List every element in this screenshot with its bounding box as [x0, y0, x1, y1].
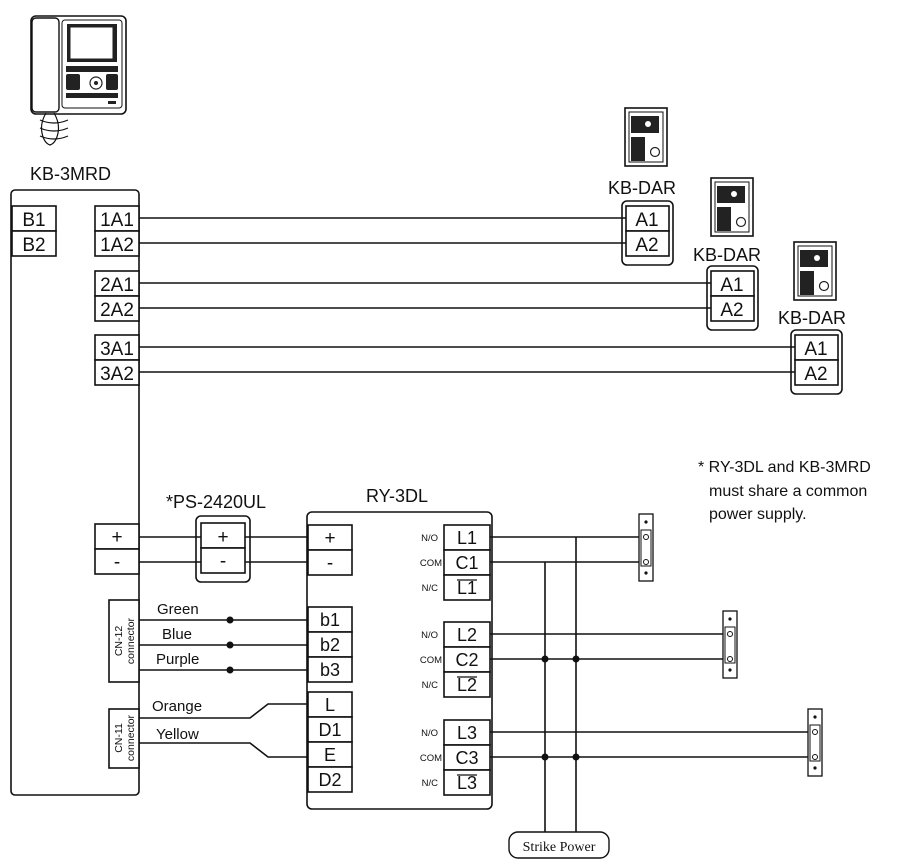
door-station-2-terminals: A1 A2: [706, 265, 759, 331]
terminal-b2: B2: [22, 235, 45, 256]
relay-no1: N/O: [421, 533, 438, 544]
door-station-1-terminals: A1 A2: [621, 200, 674, 266]
relay-nc2: N/C: [422, 680, 439, 691]
relay-l2: L2: [457, 625, 477, 645]
relay-com3: COM: [420, 753, 442, 764]
relay-com2: COM: [420, 655, 442, 666]
wire-yellow-label: Yellow: [156, 726, 199, 743]
relay-c2: C2: [455, 650, 478, 670]
kb3mrd-title: KB-3MRD: [30, 164, 111, 184]
door-station-1-image: [624, 107, 668, 167]
wire-green-label: Green: [157, 601, 199, 618]
door-strike-3-image: [807, 708, 823, 777]
relay-b2: b2: [320, 635, 340, 655]
relay-l1-bar: L1: [457, 578, 477, 598]
relay-no3: N/O: [421, 728, 438, 739]
strike-power-box: Strike Power: [508, 831, 610, 859]
relay-com1: COM: [420, 558, 442, 569]
door1-a1: A1: [635, 210, 658, 231]
terminal-3a1: 3A1: [100, 339, 134, 360]
cn11-wires: [139, 703, 308, 758]
strike-power-label: Strike Power: [523, 840, 596, 855]
power-wires: [139, 536, 308, 563]
note-line-2: must share a common: [709, 483, 867, 500]
kb3mrd-a-terminals: 1A1 1A2 2A1 2A2 3A1 3A2: [94, 205, 140, 386]
kb3mrd-power-terminals: + -: [94, 523, 140, 575]
psu-minus: -: [220, 551, 226, 572]
wire-orange-label: Orange: [152, 698, 202, 715]
terminal-2a1: 2A1: [100, 275, 134, 296]
door-station-2-image: [710, 177, 754, 237]
relay-d2: D2: [318, 770, 341, 790]
relay-l2-bar: L2: [457, 675, 477, 695]
door-strike-2-image: [722, 610, 738, 679]
door-station-3-terminals: A1 A2: [790, 329, 843, 395]
door-station-1-title: KB-DAR: [608, 178, 676, 198]
note-line-1: * RY-3DL and KB-3MRD: [698, 459, 871, 476]
kb3mrd-minus: -: [114, 552, 120, 573]
cn11-label-1: CN-11: [113, 723, 125, 753]
cn12-label-2: connector: [125, 617, 137, 664]
relay-l3: L3: [457, 723, 477, 743]
psu-plus: +: [217, 527, 228, 548]
relay-left-terminals: + - b1 b2 b3 L D1 E D2: [307, 524, 353, 793]
door-station-3-title: KB-DAR: [778, 308, 846, 328]
cn12-connector: CN-12 connector: [108, 599, 140, 683]
cn12-label-1: CN-12: [113, 626, 125, 657]
door3-a1: A1: [804, 339, 827, 360]
relay-c3: C3: [455, 748, 478, 768]
kb3mrd-monitor-image: [30, 15, 127, 146]
relay-plus: +: [324, 528, 335, 549]
terminal-1a1: 1A1: [100, 210, 134, 231]
relay-b1: b1: [320, 610, 340, 630]
wire-purple-label: Purple: [156, 651, 199, 668]
door-station-2-title: KB-DAR: [693, 245, 761, 265]
relay-nc3: N/C: [422, 778, 439, 789]
terminal-2a2: 2A2: [100, 300, 134, 321]
kb3mrd-b-terminals: B1 B2: [11, 205, 57, 257]
door-wires: [139, 217, 795, 373]
cn12-wires: [139, 616, 308, 674]
relay-b3: b3: [320, 660, 340, 680]
relay-c1: C1: [455, 553, 478, 573]
door-station-3-image: [793, 241, 837, 301]
relay-d1: D1: [318, 720, 341, 740]
relay-no2: N/O: [421, 630, 438, 641]
power-note: * RY-3DL and KB-3MRD must share a common…: [698, 459, 871, 523]
relay-title: RY-3DL: [366, 486, 428, 506]
wire-blue-label: Blue: [162, 626, 192, 643]
relay-nc1: N/C: [422, 583, 439, 594]
relay-e: E: [324, 745, 336, 765]
relay-right-terminals: L1 C1 L1 L2 C2 L2 L3 C3 L3: [443, 524, 491, 796]
terminal-1a2: 1A2: [100, 235, 134, 256]
note-line-3: power supply.: [709, 506, 807, 523]
kb3mrd-plus: +: [111, 527, 122, 548]
psu-title: *PS-2420UL: [166, 492, 266, 512]
relay-contact-labels: N/O COM N/C N/O COM N/C N/O COM N/C: [420, 533, 442, 789]
relay-minus: -: [327, 553, 333, 574]
relay-l3-bar: L3: [457, 773, 477, 793]
cn11-label-2: connector: [125, 714, 137, 761]
relay-l1: L1: [457, 528, 477, 548]
relay-l: L: [325, 695, 335, 715]
psu-terminals: + -: [195, 515, 251, 583]
door-strike-1-image: [638, 513, 654, 582]
terminal-b1: B1: [22, 210, 45, 231]
strike-wires: [490, 536, 812, 832]
door1-a2: A2: [635, 235, 658, 256]
door2-a1: A1: [720, 275, 743, 296]
door3-a2: A2: [804, 364, 827, 385]
terminal-3a2: 3A2: [100, 364, 134, 385]
door2-a2: A2: [720, 300, 743, 321]
cn11-connector: CN-11 connector: [108, 708, 140, 769]
